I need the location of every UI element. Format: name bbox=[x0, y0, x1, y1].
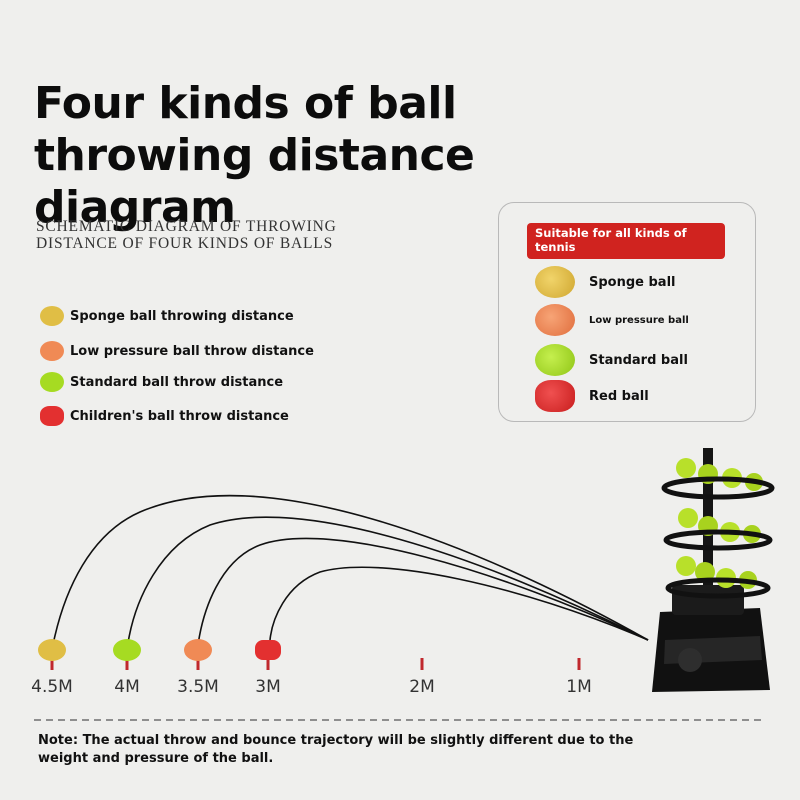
panel-item-label: Red ball bbox=[589, 388, 649, 404]
distance-tick bbox=[196, 658, 200, 670]
distance-tick bbox=[266, 658, 270, 670]
panel-item-sponge: Sponge ball bbox=[535, 265, 676, 299]
low-pressure-ball-icon bbox=[535, 304, 575, 336]
distance-label: 3.5M bbox=[177, 677, 219, 697]
legend-item-standard: Standard ball throw distance bbox=[40, 370, 283, 394]
distance-tick bbox=[125, 658, 129, 670]
sponge-ball-icon bbox=[38, 639, 66, 661]
distance-label: 3M bbox=[255, 677, 280, 697]
standard-ball-icon bbox=[113, 639, 141, 661]
ball-types-panel: Suitable for all kinds of tennis Sponge … bbox=[498, 202, 756, 422]
distance-label: 2M bbox=[409, 677, 434, 697]
legend-label: Standard ball throw distance bbox=[70, 374, 284, 390]
panel-item-label: Standard ball bbox=[589, 352, 688, 368]
distance-tick bbox=[50, 658, 54, 670]
trajectory-sponge bbox=[53, 494, 649, 641]
legend-label: Children's ball throw distance bbox=[70, 408, 289, 424]
footnote: Note: The actual throw and bounce trajec… bbox=[38, 733, 634, 766]
page-title: Four kinds of ball throwing distance dia… bbox=[34, 78, 475, 233]
low-pressure-ball-icon bbox=[40, 341, 64, 361]
trajectory-standard bbox=[127, 516, 649, 644]
distance-tick bbox=[420, 658, 424, 670]
trajectory-low-pressure bbox=[197, 537, 649, 646]
ball-machine-illustration bbox=[652, 448, 775, 692]
panel-item-red: Red ball bbox=[535, 379, 649, 413]
trajectory-red bbox=[269, 566, 649, 641]
distance-marker-4m: 4M bbox=[113, 639, 141, 697]
panel-header: Suitable for all kinds of tennis bbox=[527, 223, 725, 259]
panel-item-label: Low pressure ball bbox=[589, 314, 689, 326]
distance-marker-4.5m: 4.5M bbox=[31, 639, 73, 697]
distance-tick bbox=[577, 658, 581, 670]
legend-label: Sponge ball throwing distance bbox=[70, 308, 294, 324]
standard-ball-icon bbox=[535, 344, 575, 376]
panel-item-low-pressure: Low pressure ball bbox=[535, 303, 689, 337]
distance-label: 1M bbox=[566, 677, 591, 697]
sponge-ball-icon bbox=[535, 266, 575, 298]
red-ball-icon bbox=[255, 640, 281, 660]
low-pressure-ball-icon bbox=[184, 639, 212, 661]
distance-marker-3m: 3M bbox=[255, 640, 281, 697]
legend-item-red: Children's ball throw distance bbox=[40, 404, 289, 428]
distance-marker-3.5m: 3.5M bbox=[177, 639, 219, 697]
distance-markers: 4.5M 4M 3.5M 3M 2M 1M bbox=[31, 639, 592, 697]
legend-label: Low pressure ball throw distance bbox=[70, 343, 314, 359]
distance-label: 4.5M bbox=[31, 677, 73, 697]
diagram-subtitle: SCHEMATIC DIAGRAM OF THROWING DISTANCE O… bbox=[36, 218, 337, 252]
red-ball-icon bbox=[535, 380, 575, 412]
sponge-ball-icon bbox=[40, 306, 64, 326]
panel-item-standard: Standard ball bbox=[535, 343, 688, 377]
panel-item-label: Sponge ball bbox=[589, 274, 676, 290]
distance-marker-2m: 2M bbox=[409, 658, 435, 697]
standard-ball-icon bbox=[40, 372, 64, 392]
trajectory-lines bbox=[53, 494, 649, 646]
legend-item-low-pressure: Low pressure ball throw distance bbox=[40, 339, 314, 363]
distance-label: 4M bbox=[114, 677, 139, 697]
distance-marker-1m: 1M bbox=[566, 658, 592, 697]
red-ball-icon bbox=[40, 406, 64, 426]
legend-item-sponge: Sponge ball throwing distance bbox=[40, 304, 294, 328]
